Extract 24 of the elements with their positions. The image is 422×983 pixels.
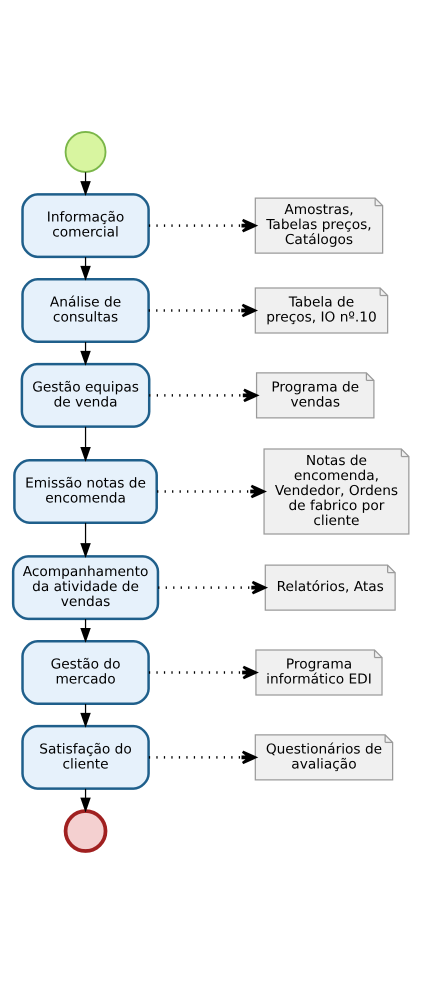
arrow bbox=[148, 750, 256, 764]
node-box: Gestão equipas de venda bbox=[20, 362, 150, 428]
arrow bbox=[80, 342, 91, 366]
arrow bbox=[80, 704, 91, 728]
arrow bbox=[148, 218, 256, 232]
arrow bbox=[80, 522, 91, 558]
arrow bbox=[80, 426, 91, 462]
arrow bbox=[157, 484, 266, 498]
node-box: Análise de consultas bbox=[21, 278, 150, 343]
arrow bbox=[80, 619, 91, 643]
arrow bbox=[158, 580, 266, 594]
arrow bbox=[80, 257, 91, 281]
arrow bbox=[80, 788, 91, 813]
arrow bbox=[149, 388, 258, 402]
node-box: Emissão notas de encomenda bbox=[13, 459, 158, 524]
arrow bbox=[148, 666, 258, 680]
node-circle bbox=[64, 809, 108, 853]
arrow bbox=[80, 172, 91, 196]
node-box: Gestão do mercado bbox=[21, 640, 150, 705]
node-circle bbox=[64, 131, 106, 173]
node-box: Satisfação do cliente bbox=[21, 724, 150, 790]
node-box: Acompanhamento da atividade de vendas bbox=[12, 555, 160, 620]
node-box: Informação comercial bbox=[21, 193, 150, 258]
arrow bbox=[148, 304, 256, 318]
